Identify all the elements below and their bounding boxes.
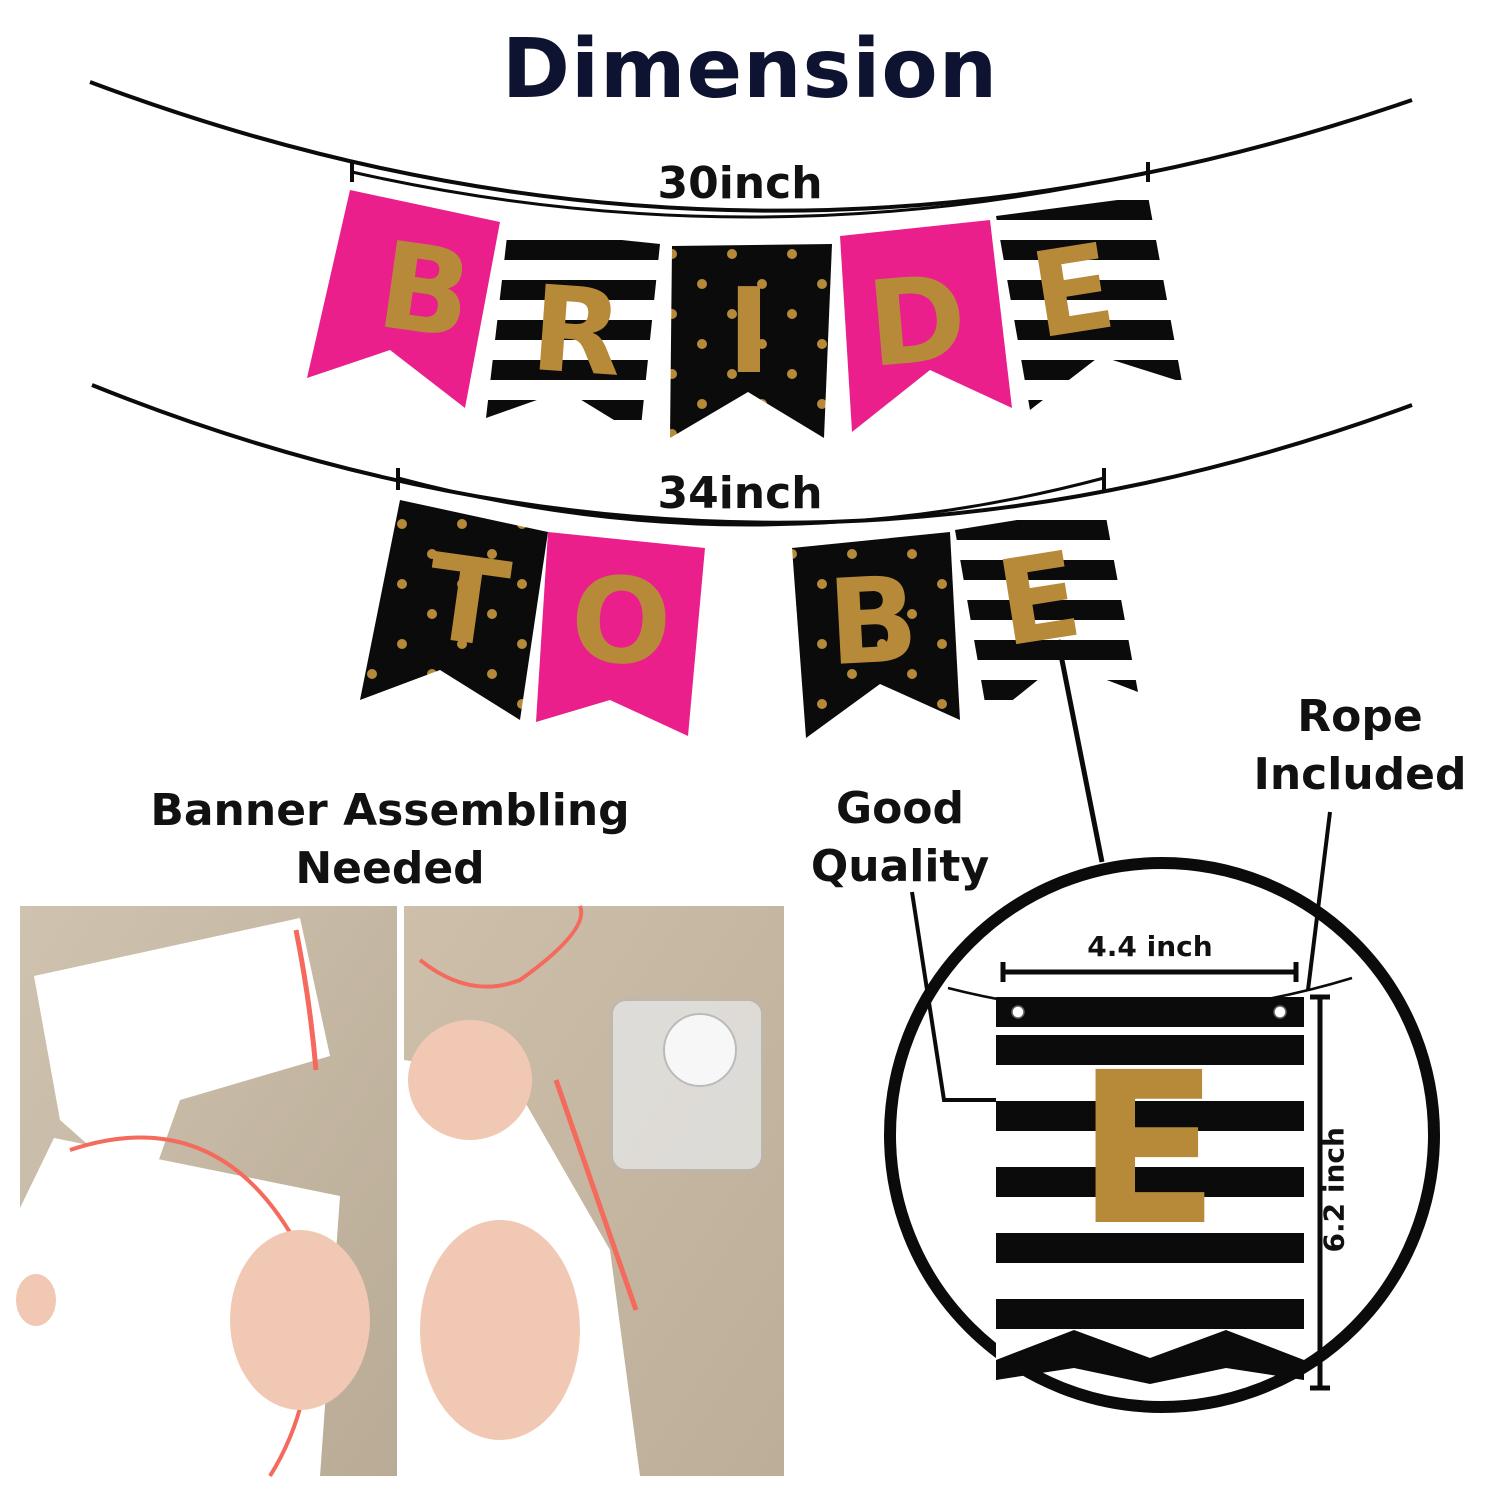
letter-e-bottom: E bbox=[988, 524, 1090, 674]
flag-b bbox=[307, 190, 500, 408]
detail-flag bbox=[996, 997, 1304, 1384]
top-width-label: 30inch bbox=[657, 158, 823, 209]
letter-e-top: E bbox=[1022, 216, 1124, 366]
letter-t: T bbox=[417, 527, 517, 675]
flag-b2 bbox=[792, 532, 960, 738]
letter-r: R bbox=[526, 259, 628, 404]
detail-letter: E bbox=[1076, 1027, 1220, 1272]
letter-o: O bbox=[567, 549, 675, 693]
flag-e-bottom bbox=[955, 506, 1138, 720]
letter-i: I bbox=[727, 262, 771, 400]
letter-b2: B bbox=[824, 549, 922, 693]
flag-r bbox=[486, 228, 660, 436]
assembly-photo-right bbox=[404, 905, 784, 1476]
quality-label: Good Quality bbox=[810, 783, 990, 892]
letter-d: D bbox=[862, 247, 972, 395]
page-title: Dimension bbox=[501, 22, 999, 117]
flag-o bbox=[536, 532, 705, 736]
bottom-width-label: 34inch bbox=[657, 468, 823, 519]
flag-d bbox=[840, 220, 1012, 432]
detail-height-label: 6.2 inch bbox=[1317, 1127, 1351, 1253]
bottom-string bbox=[91, 383, 1413, 525]
flag-i bbox=[670, 244, 832, 438]
assembly-label: Banner Assembling Needed bbox=[150, 785, 630, 894]
top-string bbox=[89, 80, 1413, 213]
flag-e-top bbox=[996, 196, 1182, 410]
assembly-photo-left bbox=[16, 906, 397, 1478]
flag-t bbox=[360, 500, 548, 720]
rope-label: Rope Included bbox=[1253, 691, 1467, 800]
letter-b: B bbox=[370, 216, 481, 367]
detail-width-label: 4.4 inch bbox=[1087, 930, 1213, 963]
